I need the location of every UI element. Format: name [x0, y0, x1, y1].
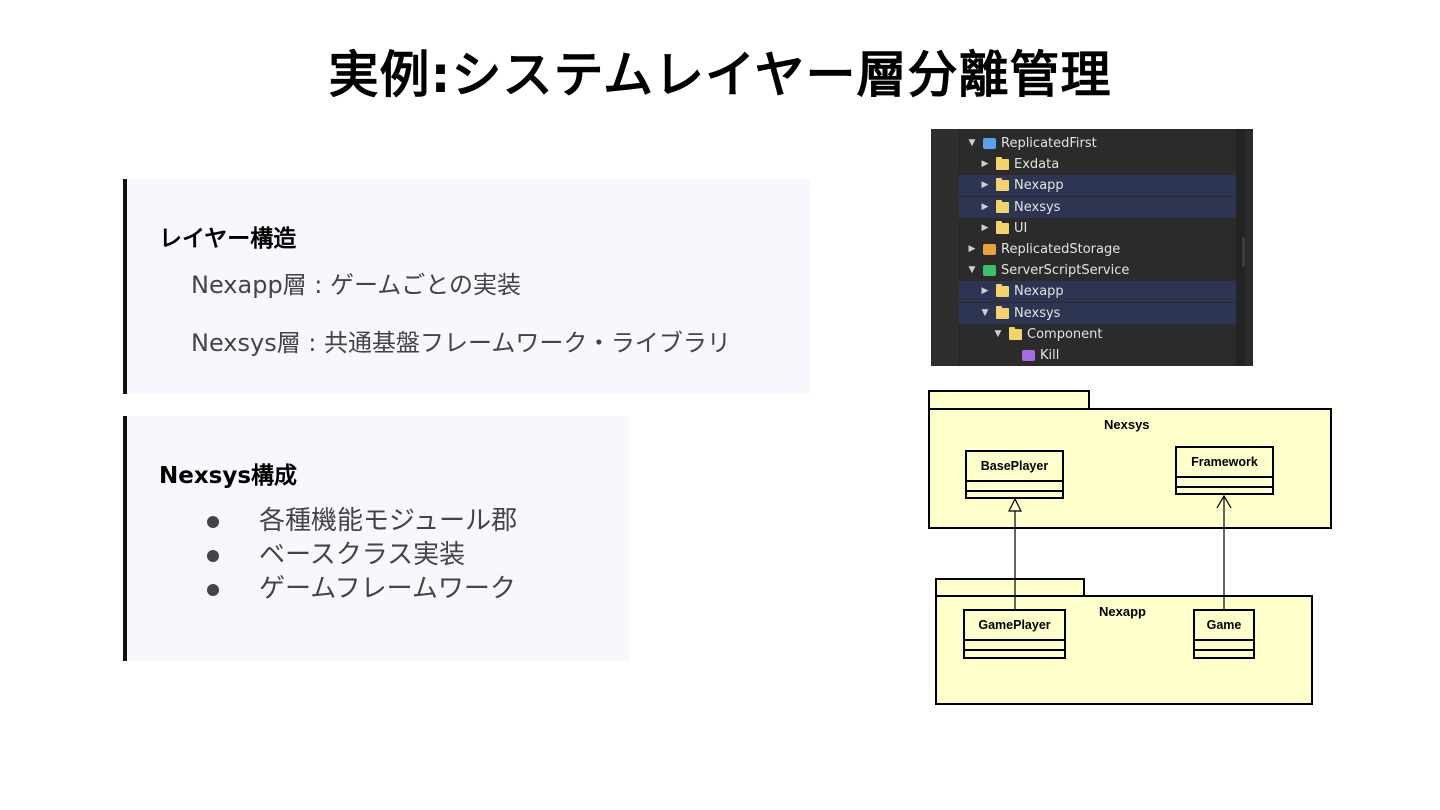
explorer-item-serverscriptservice[interactable]: ▼ ServerScriptService: [959, 260, 1236, 281]
nexsys-layer-description: Nexsys層 : 共通基盤フレームワーク・ライブラリ: [191, 329, 731, 357]
layer-structure-heading: レイヤー構造: [159, 226, 297, 252]
explorer-item-component[interactable]: ▼ Component: [959, 324, 1236, 345]
folder-icon: [996, 178, 1009, 192]
folder-icon: [1009, 326, 1022, 340]
explorer-item-label: ServerScriptService: [1001, 263, 1130, 279]
chevron-right-icon[interactable]: ▶: [981, 159, 989, 170]
chevron-right-icon[interactable]: ▶: [981, 286, 989, 297]
list-item: ベースクラス実装: [203, 538, 517, 572]
bullet-icon: [207, 584, 219, 596]
explorer-item-label: Kill: [1040, 348, 1060, 363]
server-script-service-icon: [983, 265, 996, 277]
folder-icon: [996, 199, 1009, 213]
explorer-item-label: Component: [1027, 326, 1103, 342]
dependency-arrowhead: [1216, 494, 1232, 509]
nexsys-package-name: Nexsys: [1104, 417, 1150, 432]
replicated-first-icon: [983, 138, 996, 149]
chevron-right-icon[interactable]: ▶: [981, 201, 989, 212]
explorer-scrollbar: [1236, 129, 1245, 366]
class-attributes: [965, 641, 1064, 651]
chevron-right-icon[interactable]: ▶: [968, 244, 976, 254]
explorer-item-label: Nexapp: [1014, 178, 1064, 194]
explorer-item-replicatedstorage[interactable]: ▶ ReplicatedStorage: [959, 239, 1236, 260]
uml-relations: [1008, 494, 1232, 609]
replicated-storage-icon: [983, 244, 996, 255]
framework-class: Framework: [1175, 446, 1274, 495]
nexapp-package-name: Nexapp: [1099, 604, 1146, 619]
gameplayer-class: GamePlayer: [963, 609, 1066, 659]
generalization-arrowhead: [1008, 497, 1022, 512]
uml-package-diagram: Nexsys Nexapp BasePlayer Framework GameP…: [926, 388, 1334, 708]
folder-icon: [996, 157, 1009, 171]
chevron-down-icon[interactable]: ▼: [968, 138, 976, 148]
explorer-item-nexapp[interactable]: ▶ Nexapp: [959, 175, 1236, 197]
class-attributes: [1177, 478, 1272, 488]
baseplayer-class: BasePlayer: [965, 450, 1064, 499]
list-item-label: ベースクラス実装: [259, 540, 466, 570]
list-item: 各種機能モジュール郡: [203, 504, 517, 538]
chevron-down-icon[interactable]: ▼: [994, 328, 1002, 339]
explorer-scrollbar-thumb: [1242, 237, 1245, 267]
bullet-icon: [207, 550, 219, 562]
chevron-down-icon[interactable]: ▼: [968, 265, 976, 276]
folder-icon: [996, 220, 1009, 234]
explorer-item-replicatedfirst[interactable]: ▼ ReplicatedFirst: [959, 133, 1236, 154]
explorer-item-label: ReplicatedFirst: [1001, 136, 1097, 151]
nexsys-composition-list: 各種機能モジュール郡 ベースクラス実装 ゲームフレームワーク: [203, 504, 517, 606]
list-item-label: 各種機能モジュール郡: [259, 506, 518, 536]
game-class: Game: [1193, 609, 1255, 659]
slide-title: 実例:システムレイヤー層分離管理: [328, 46, 1112, 104]
explorer-item-nexsys[interactable]: ▶ Nexsys: [959, 196, 1236, 218]
class-name: BasePlayer: [967, 452, 1062, 482]
explorer-gutter: [931, 129, 960, 366]
class-attributes: [1195, 641, 1253, 651]
list-item-label: ゲームフレームワーク: [259, 574, 516, 604]
explorer-item-label: Nexsys: [1014, 305, 1061, 321]
chevron-right-icon[interactable]: ▶: [981, 180, 989, 191]
bullet-icon: [207, 516, 219, 528]
explorer-item-label: Nexsys: [1014, 199, 1061, 215]
nexsys-composition-card: Nexsys構成 各種機能モジュール郡 ベースクラス実装 ゲームフレームワーク: [123, 416, 629, 661]
class-name: GamePlayer: [965, 611, 1064, 641]
chevron-down-icon[interactable]: ▼: [981, 307, 989, 318]
module-script-icon: [1022, 350, 1035, 361]
explorer-screenshot: ▼ ReplicatedFirst ▶ Exdata ▶ Nexapp ▶ Nexsys ▶ UI…: [931, 129, 1253, 366]
nexapp-layer-description: Nexapp層 : ゲームごとの実装: [191, 271, 522, 299]
chevron-right-icon[interactable]: ▶: [981, 222, 989, 233]
list-item: ゲームフレームワーク: [203, 572, 517, 606]
explorer-item-label: Exdata: [1014, 157, 1060, 173]
explorer-item-ui[interactable]: ▶ UI: [959, 218, 1236, 239]
class-name: Game: [1195, 611, 1253, 641]
explorer-item-label: ReplicatedStorage: [1001, 242, 1121, 257]
class-name: Framework: [1177, 448, 1272, 478]
explorer-item-exdata[interactable]: ▶ Exdata: [959, 154, 1236, 175]
layer-structure-card: レイヤー構造 Nexapp層 : ゲームごとの実装 Nexsys層 : 共通基盤…: [123, 179, 810, 394]
nexsys-composition-heading: Nexsys構成: [159, 463, 298, 489]
explorer-item-label: UI: [1014, 220, 1028, 236]
folder-icon: [996, 305, 1009, 319]
explorer-item-kill[interactable]: Kill: [959, 345, 1236, 366]
explorer-item-nexapp[interactable]: ▶ Nexapp: [959, 281, 1236, 303]
explorer-item-label: Nexapp: [1014, 284, 1064, 300]
class-attributes: [967, 482, 1062, 492]
explorer-item-nexsys[interactable]: ▼ Nexsys: [959, 302, 1236, 324]
folder-icon: [996, 284, 1009, 298]
